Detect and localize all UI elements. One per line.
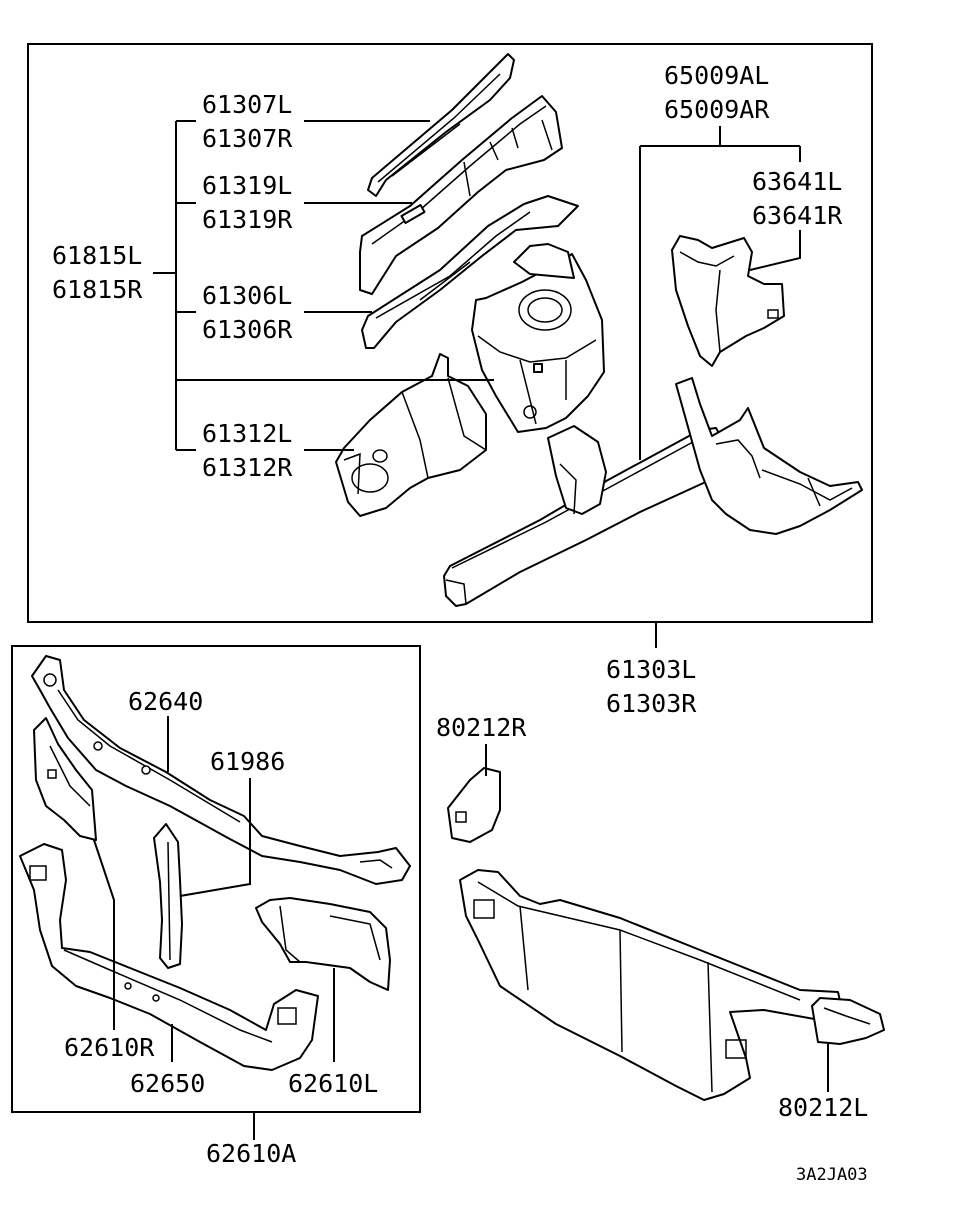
part-61986-brace bbox=[153, 823, 183, 969]
part-radiator-support-assembly bbox=[447, 767, 885, 1101]
label-61303L: 61303L bbox=[606, 655, 696, 684]
radiator-support-group-frame bbox=[11, 645, 421, 1113]
upper-group-frame bbox=[27, 43, 873, 623]
diagram-code: 3A2JA03 bbox=[796, 1165, 868, 1185]
label-61319R: 61319R bbox=[202, 205, 293, 234]
part-62640-upper-bar bbox=[31, 655, 411, 885]
label-61307L: 61307L bbox=[202, 90, 292, 119]
label-62610R: 62610R bbox=[64, 1033, 155, 1062]
label-61986: 61986 bbox=[210, 747, 285, 776]
label-61312R: 61312R bbox=[202, 453, 293, 482]
label-61815L: 61815L bbox=[52, 241, 142, 270]
part-61303-side-member bbox=[443, 377, 863, 607]
part-61319-apron-upper bbox=[359, 95, 563, 295]
part-62650-lower-bar bbox=[19, 843, 319, 1071]
label-65009AR: 65009AR bbox=[664, 95, 770, 124]
label-61303R: 61303R bbox=[606, 689, 697, 718]
part-63641-bracket bbox=[671, 235, 785, 367]
label-80212L: 80212L bbox=[778, 1093, 868, 1122]
label-63641R: 63641R bbox=[752, 201, 843, 230]
label-62640: 62640 bbox=[128, 687, 203, 716]
label-63641L: 63641L bbox=[752, 167, 842, 196]
label-61319L: 61319L bbox=[202, 171, 292, 200]
part-61815-strut-tower bbox=[471, 243, 605, 433]
label-61306R: 61306R bbox=[202, 315, 293, 344]
part-62610L-side-panel bbox=[255, 897, 391, 991]
label-62650: 62650 bbox=[130, 1069, 205, 1098]
leader-lines bbox=[93, 120, 829, 1140]
part-62610R-side-panel bbox=[33, 717, 97, 841]
label-61306L: 61306L bbox=[202, 281, 292, 310]
label-61815R: 61815R bbox=[52, 275, 143, 304]
label-61307R: 61307R bbox=[202, 124, 293, 153]
label-61312L: 61312L bbox=[202, 419, 292, 448]
label-80212R: 80212R bbox=[436, 713, 527, 742]
label-65009AL: 65009AL bbox=[664, 61, 769, 90]
part-61306-apron-lower bbox=[361, 195, 579, 349]
part-61307-rail-strip bbox=[367, 53, 515, 197]
label-62610A: 62610A bbox=[206, 1139, 296, 1168]
part-61312-lower-panel bbox=[335, 353, 487, 517]
label-62610L: 62610L bbox=[288, 1069, 378, 1098]
